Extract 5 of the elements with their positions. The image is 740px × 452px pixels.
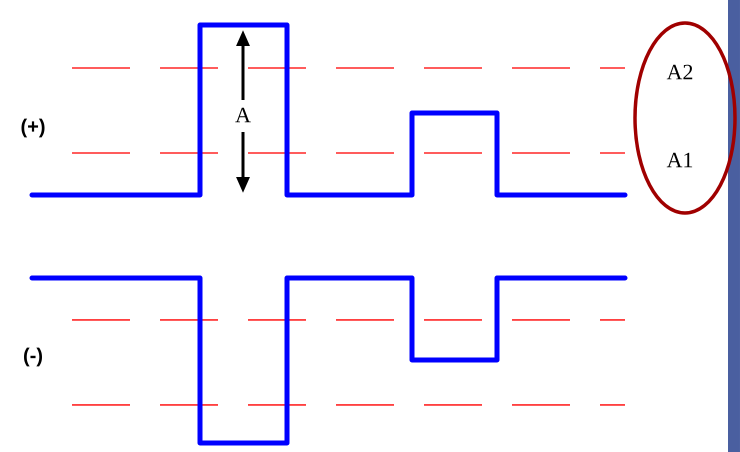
text-label: A2 xyxy=(666,64,692,80)
text-label: (+) xyxy=(22,118,44,138)
text-label: A1 xyxy=(666,152,692,168)
text-label: (-) xyxy=(24,348,42,366)
text-label: A xyxy=(235,108,251,122)
